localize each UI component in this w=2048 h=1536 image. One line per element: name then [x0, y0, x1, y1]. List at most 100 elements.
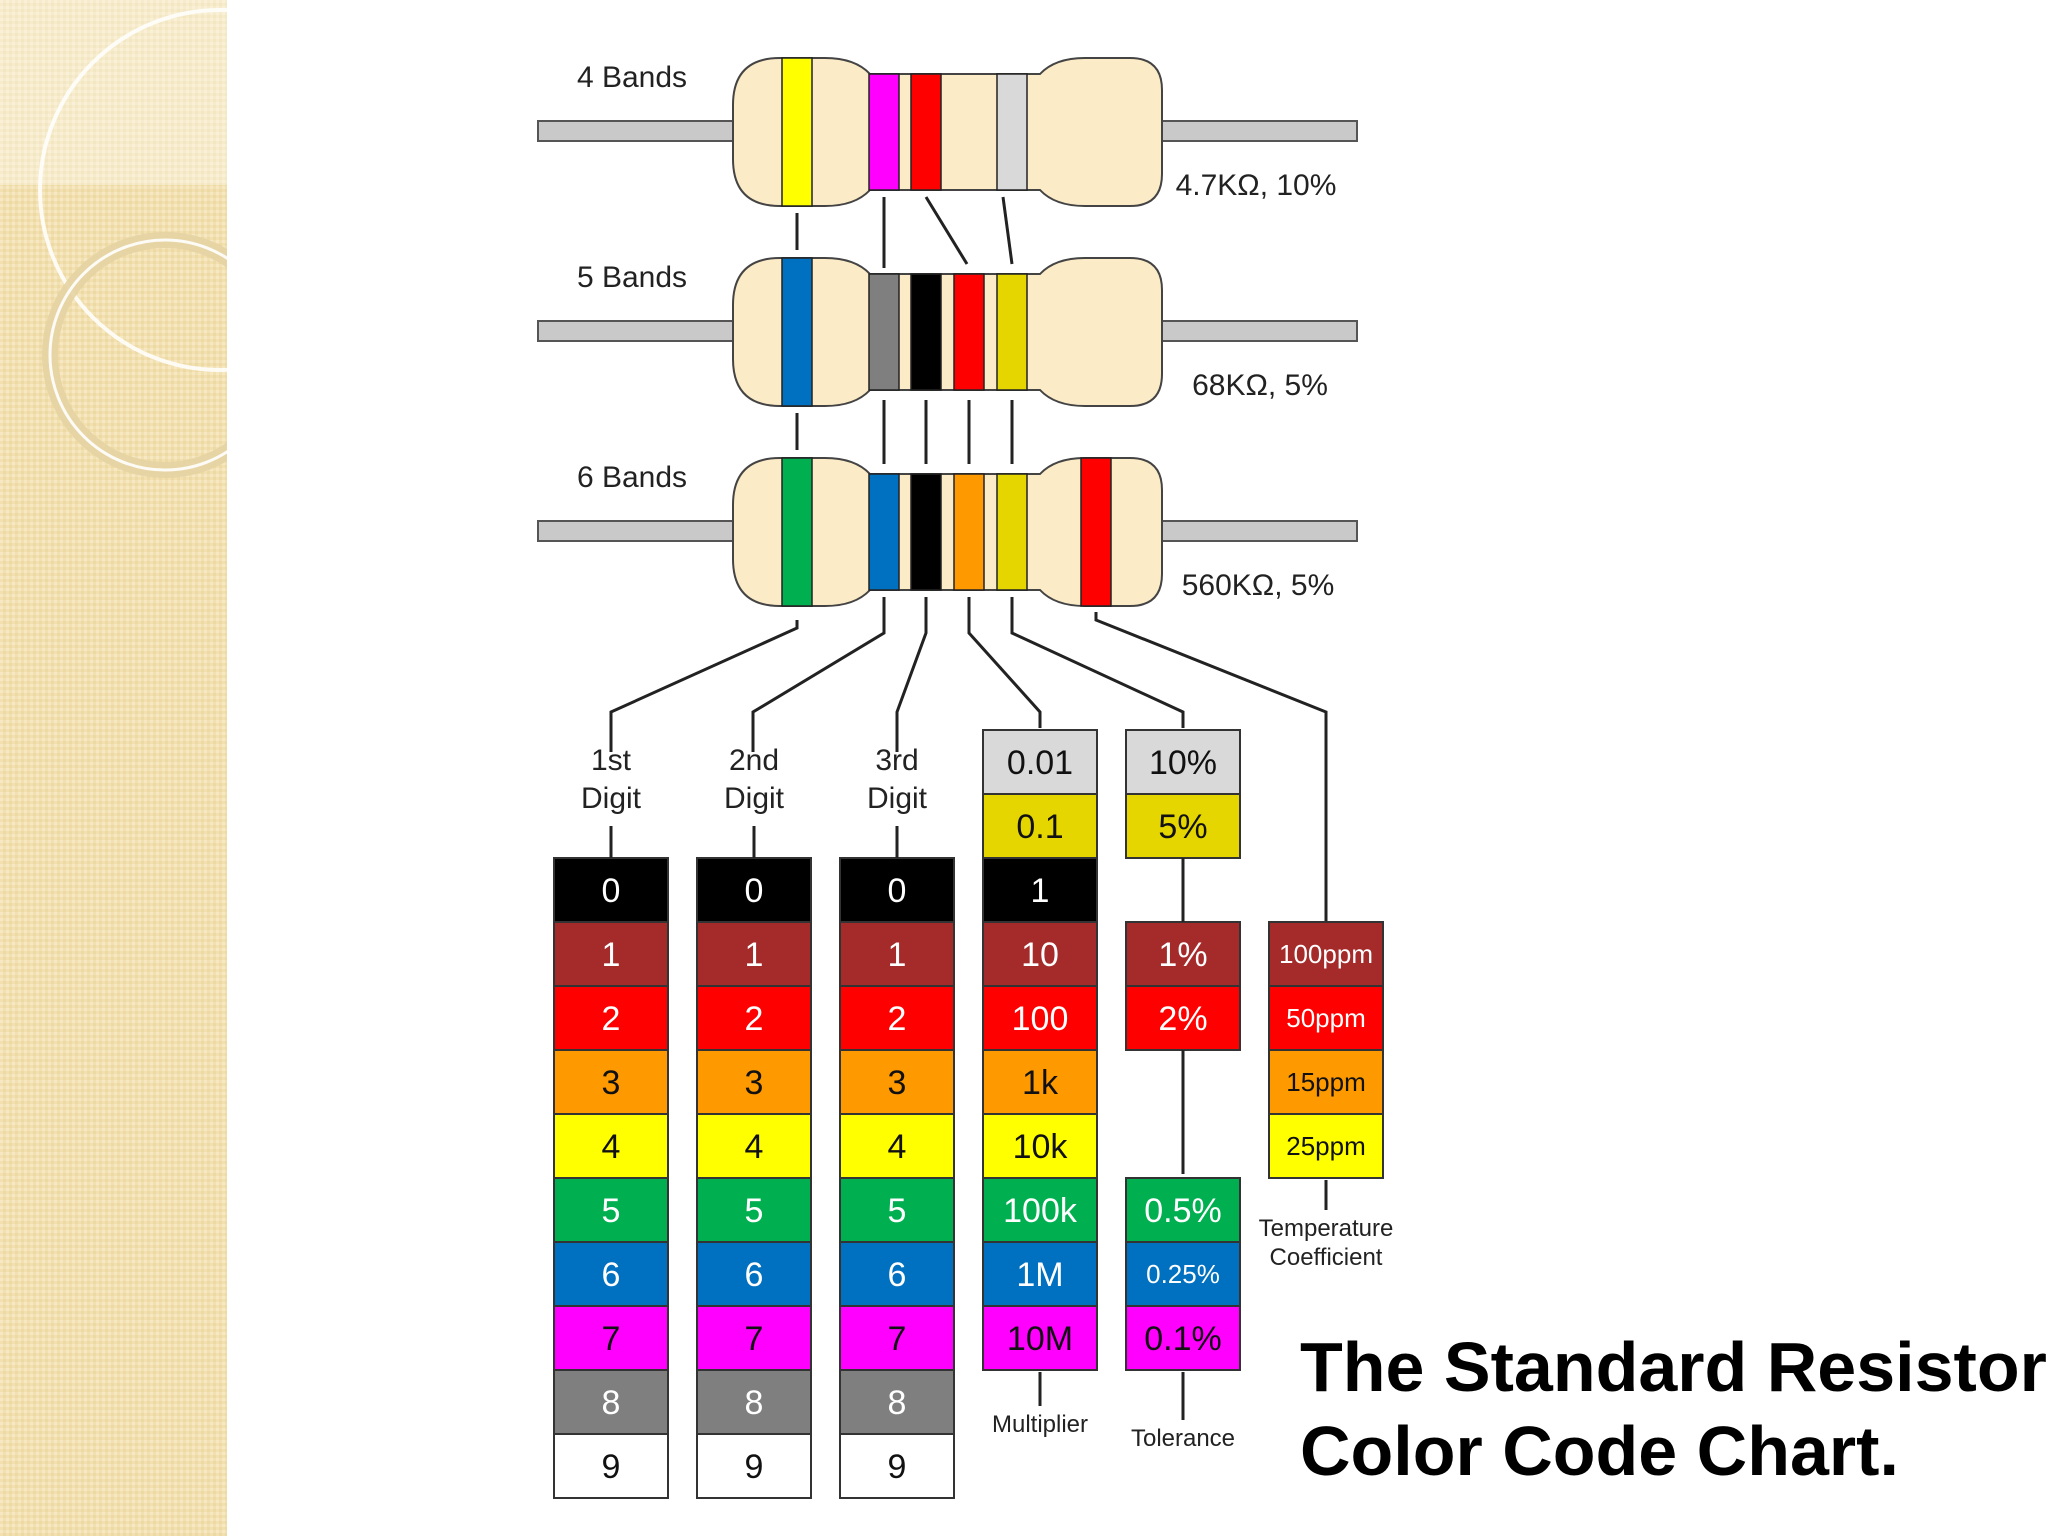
chart-caption: The Standard Resistor Color Code Chart.: [1300, 1325, 2047, 1493]
color-code-cell: [553, 1177, 669, 1243]
color-code-cell-label: 10%: [1149, 744, 1217, 782]
resistor-band: [953, 473, 985, 591]
color-code-cell-label: 1: [745, 936, 764, 974]
color-code-cell-label: 9: [888, 1448, 907, 1486]
color-code-cell: [839, 921, 955, 987]
color-code-cell-label: 3: [888, 1064, 907, 1102]
resistor-band: [910, 473, 942, 591]
caption-line-1: The Standard Resistor: [1300, 1328, 2047, 1406]
color-code-cell-label: 1k: [1022, 1064, 1059, 1102]
color-code-cell-label: 6: [745, 1256, 764, 1294]
color-code-cell-label: 1: [1031, 872, 1050, 910]
color-code-cell: [1125, 1241, 1241, 1307]
color-code-cell: [1125, 1305, 1241, 1371]
color-code-cell-label: 0: [602, 872, 621, 910]
resistor-band: [868, 73, 900, 191]
color-code-cell-label: 4: [745, 1128, 764, 1166]
column-title-line-1: 3rd: [875, 744, 918, 777]
color-code-cell: [553, 857, 669, 923]
resistor-6-bands: [537, 457, 1358, 607]
color-code-cell-label: 25ppm: [1286, 1131, 1366, 1161]
color-code-cell: [696, 1241, 812, 1307]
color-code-cell: [553, 921, 669, 987]
resistor-lead-left: [537, 320, 736, 342]
color-code-cell: [982, 1305, 1098, 1371]
color-code-cell: [1268, 1113, 1384, 1179]
color-code-cell: [839, 1433, 955, 1499]
resistor-band-count-label: 6 Bands: [577, 461, 687, 494]
leader-line: [967, 597, 1042, 728]
resistor-lead-right: [1159, 320, 1358, 342]
resistor-band: [996, 473, 1028, 591]
color-code-cell: [1268, 1049, 1384, 1115]
color-code-cell-label: 6: [602, 1256, 621, 1294]
resistor-band: [910, 73, 942, 191]
resistor-lead-right: [1159, 120, 1358, 142]
color-code-cell-label: 100ppm: [1279, 939, 1373, 969]
color-code-cell-label: 7: [745, 1320, 764, 1358]
color-code-cell: [982, 1049, 1098, 1115]
resistor-body: [732, 57, 1163, 207]
resistor-4-bands: [537, 57, 1358, 207]
color-code-cell-label: 1: [602, 936, 621, 974]
tempco-title-line-1: Temperature: [1259, 1215, 1394, 1242]
multiplier-title: Multiplier: [992, 1411, 1088, 1438]
color-code-cell-label: 9: [602, 1448, 621, 1486]
color-code-cell: [1125, 985, 1241, 1051]
color-code-cell: [982, 1241, 1098, 1307]
color-code-cell: [696, 1305, 812, 1371]
color-code-cell-label: 15ppm: [1286, 1067, 1366, 1097]
tolerance-title: Tolerance: [1131, 1425, 1235, 1452]
color-code-cell: [1268, 985, 1384, 1051]
color-code-cell: [1268, 921, 1384, 987]
color-code-cell-label: 8: [602, 1384, 621, 1422]
color-code-cell-label: 2: [602, 1000, 621, 1038]
color-code-cell-label: 50ppm: [1286, 1003, 1366, 1033]
color-code-cell: [982, 729, 1098, 795]
color-code-cell: [982, 793, 1098, 859]
color-code-cell-label: 0.1%: [1144, 1320, 1222, 1358]
color-code-cell-label: 0.1: [1016, 808, 1063, 846]
color-code-cell-label: 100: [1012, 1000, 1069, 1038]
color-code-cell-label: 10k: [1013, 1128, 1069, 1166]
column-4: 10%5%1%2%0.5%0.25%0.1%: [1125, 729, 1241, 1371]
resistor-band: [868, 473, 900, 591]
color-code-cell-label: 0.01: [1007, 744, 1073, 782]
color-code-cell-label: 7: [888, 1320, 907, 1358]
color-code-cell: [696, 857, 812, 923]
color-code-cell: [696, 1369, 812, 1435]
band-connector-line: [924, 196, 969, 265]
color-code-cell: [839, 1113, 955, 1179]
color-code-cell: [839, 1177, 955, 1243]
resistor-value-label: 68KΩ, 5%: [1192, 369, 1328, 402]
color-code-cell: [1125, 921, 1241, 987]
tempco-title-line-2: Coefficient: [1270, 1244, 1383, 1271]
color-code-cell: [553, 985, 669, 1051]
color-code-cell-label: 10: [1021, 936, 1059, 974]
color-code-cell: [553, 1113, 669, 1179]
color-code-cell: [839, 985, 955, 1051]
color-code-cell-label: 1: [888, 936, 907, 974]
color-code-cell-label: 2: [745, 1000, 764, 1038]
color-code-cell-label: 8: [745, 1384, 764, 1422]
color-code-cell-label: 9: [745, 1448, 764, 1486]
column-title-line-2: Digit: [724, 782, 785, 815]
color-code-cell: [982, 985, 1098, 1051]
column-title-line-1: 1st: [591, 744, 632, 777]
color-code-cell-label: 5: [888, 1192, 907, 1230]
color-code-cell-label: 10M: [1007, 1320, 1073, 1358]
color-code-cell-label: 2: [888, 1000, 907, 1038]
resistor-band: [953, 273, 985, 391]
color-code-cell-label: 5: [602, 1192, 621, 1230]
resistor-value-label: 560KΩ, 5%: [1182, 569, 1335, 602]
color-code-cell-label: 4: [888, 1128, 907, 1166]
color-code-cell-label: 6: [888, 1256, 907, 1294]
resistor-band: [1080, 457, 1112, 607]
color-code-cell: [696, 1049, 812, 1115]
resistor-band-count-label: 5 Bands: [577, 261, 687, 294]
resistor-band: [910, 273, 942, 391]
color-code-cell: [553, 1049, 669, 1115]
color-code-cell: [1125, 793, 1241, 859]
